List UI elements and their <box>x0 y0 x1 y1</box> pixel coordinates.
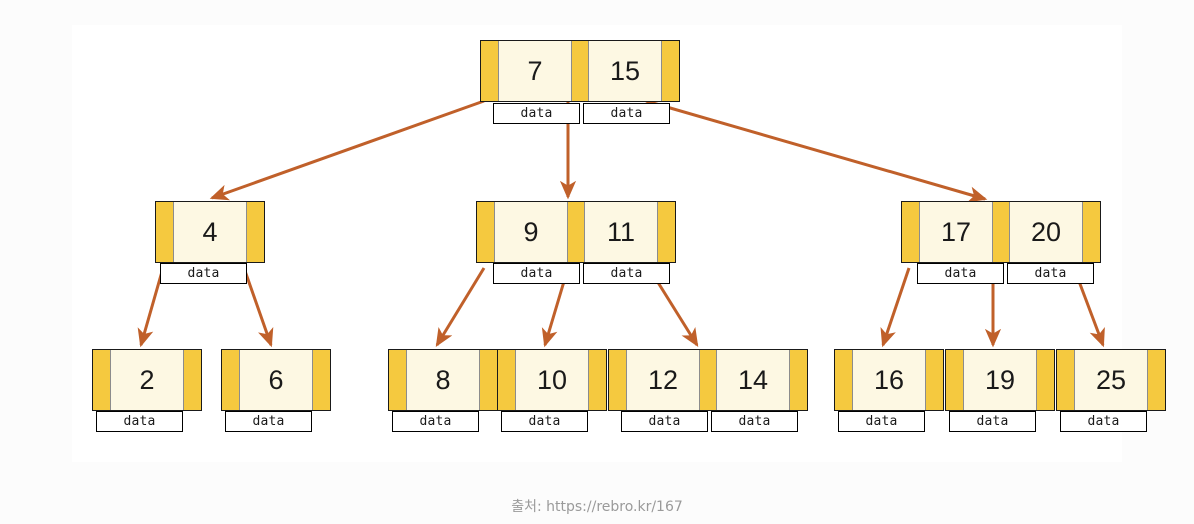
btree-node-17-20[interactable]: 17 20 <box>901 201 1101 263</box>
key-cell: 16 <box>853 350 925 410</box>
pointer-slot[interactable] <box>156 202 174 262</box>
pointer-slot[interactable] <box>699 350 717 410</box>
data-box: data <box>501 411 588 432</box>
btree-node-10[interactable]: 10 <box>497 349 607 411</box>
pointer-slot[interactable] <box>222 350 240 410</box>
pointer-slot[interactable] <box>609 350 627 410</box>
pointer-slot[interactable] <box>902 202 920 262</box>
pointer-slot[interactable] <box>567 202 585 262</box>
data-row-25: data <box>1060 411 1147 432</box>
data-row-19: data <box>949 411 1036 432</box>
pointer-slot[interactable] <box>657 202 675 262</box>
pointer-slot[interactable] <box>571 41 589 101</box>
key-cell: 25 <box>1075 350 1147 410</box>
btree-node-4[interactable]: 4 <box>155 201 265 263</box>
btree-node-8[interactable]: 8 <box>388 349 498 411</box>
pointer-slot[interactable] <box>835 350 853 410</box>
pointer-slot[interactable] <box>925 350 943 410</box>
btree-node-9-11[interactable]: 9 11 <box>476 201 676 263</box>
key-cell: 19 <box>964 350 1036 410</box>
btree-node-19[interactable]: 19 <box>945 349 1055 411</box>
pointer-slot[interactable] <box>312 350 330 410</box>
data-row-6: data <box>225 411 312 432</box>
key-cell: 4 <box>174 202 246 262</box>
data-box: data <box>392 411 479 432</box>
data-row-root: data data <box>493 103 670 124</box>
key-cell: 9 <box>495 202 567 262</box>
data-row-4: data <box>160 263 247 284</box>
key-cell: 11 <box>585 202 657 262</box>
key-cell: 2 <box>111 350 183 410</box>
key-cell: 10 <box>516 350 588 410</box>
data-box: data <box>96 411 183 432</box>
pointer-slot[interactable] <box>992 202 1010 262</box>
key-cell: 15 <box>589 41 661 101</box>
source-caption: 출처: https://rebro.kr/167 <box>511 499 683 515</box>
key-cell: 12 <box>627 350 699 410</box>
edge-17-to-16 <box>880 267 911 348</box>
edge-root-to-17-20 <box>645 99 988 203</box>
data-row-12-14: data data <box>621 411 798 432</box>
pointer-slot[interactable] <box>1082 202 1100 262</box>
pointer-slot[interactable] <box>479 350 497 410</box>
pointer-slot[interactable] <box>183 350 201 410</box>
edge-4-to-6 <box>242 267 274 348</box>
btree-node-25[interactable]: 25 <box>1056 349 1166 411</box>
pointer-slot[interactable] <box>1036 350 1054 410</box>
data-box: data <box>838 411 925 432</box>
data-box: data <box>1007 263 1094 284</box>
btree-node-root[interactable]: 7 15 <box>480 40 680 102</box>
pointer-slot[interactable] <box>946 350 964 410</box>
pointer-slot[interactable] <box>498 350 516 410</box>
data-box: data <box>493 263 580 284</box>
data-row-8: data <box>392 411 479 432</box>
key-cell: 8 <box>407 350 479 410</box>
pointer-slot[interactable] <box>477 202 495 262</box>
key-cell: 7 <box>499 41 571 101</box>
data-box: data <box>493 103 580 124</box>
pointer-slot[interactable] <box>588 350 606 410</box>
data-box: data <box>711 411 798 432</box>
pointer-slot[interactable] <box>246 202 264 262</box>
data-box: data <box>621 411 708 432</box>
data-box: data <box>917 263 1004 284</box>
key-cell: 6 <box>240 350 312 410</box>
pointer-slot[interactable] <box>1057 350 1075 410</box>
pointer-slot[interactable] <box>93 350 111 410</box>
key-cell: 20 <box>1010 202 1082 262</box>
pointer-slot[interactable] <box>389 350 407 410</box>
key-cell: 14 <box>717 350 789 410</box>
btree-node-16[interactable]: 16 <box>834 349 944 411</box>
data-row-2: data <box>96 411 183 432</box>
edge-root-to-4 <box>209 99 485 201</box>
data-row-10: data <box>501 411 588 432</box>
data-row-16: data <box>838 411 925 432</box>
btree-node-2[interactable]: 2 <box>92 349 202 411</box>
data-box: data <box>949 411 1036 432</box>
data-box: data <box>583 103 670 124</box>
key-cell: 17 <box>920 202 992 262</box>
pointer-slot[interactable] <box>661 41 679 101</box>
data-box: data <box>583 263 670 284</box>
btree-node-6[interactable]: 6 <box>221 349 331 411</box>
pointer-slot[interactable] <box>1147 350 1165 410</box>
pointer-slot[interactable] <box>789 350 807 410</box>
data-box: data <box>1060 411 1147 432</box>
data-row-9-11: data data <box>493 263 670 284</box>
edge-9-to-8 <box>435 267 486 348</box>
pointer-slot[interactable] <box>481 41 499 101</box>
data-row-17-20: data data <box>917 263 1094 284</box>
data-box: data <box>160 263 247 284</box>
data-box: data <box>225 411 312 432</box>
btree-node-12-14[interactable]: 12 14 <box>608 349 808 411</box>
